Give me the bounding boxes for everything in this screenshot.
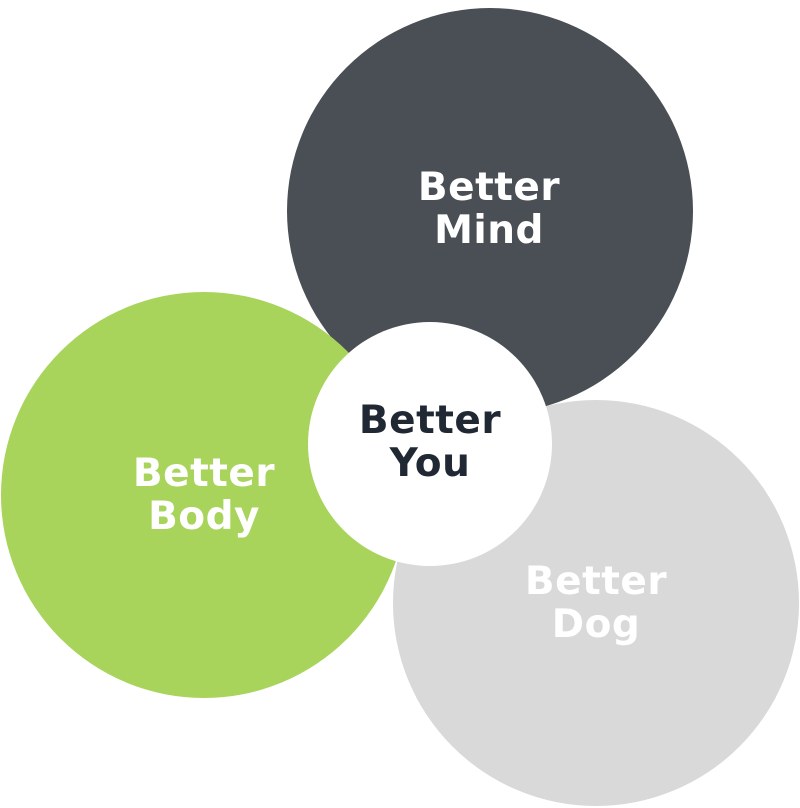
better-you-circle: Better You [308,322,552,566]
better-mind-line2: Mind [434,208,544,253]
better-you-label: Better You [359,399,501,485]
better-body-label: Better Body [133,452,275,538]
better-dog-line2: Dog [551,602,641,647]
better-you-line1: Better [358,398,502,443]
better-you-line2: You [389,441,471,486]
better-dog-line1: Better [524,559,668,604]
better-mind-label: Better Mind [418,166,560,252]
better-body-line2: Body [148,494,260,539]
better-mind-line1: Better [417,165,561,210]
better-body-line1: Better [132,451,276,496]
better-dog-label: Better Dog [525,560,667,646]
